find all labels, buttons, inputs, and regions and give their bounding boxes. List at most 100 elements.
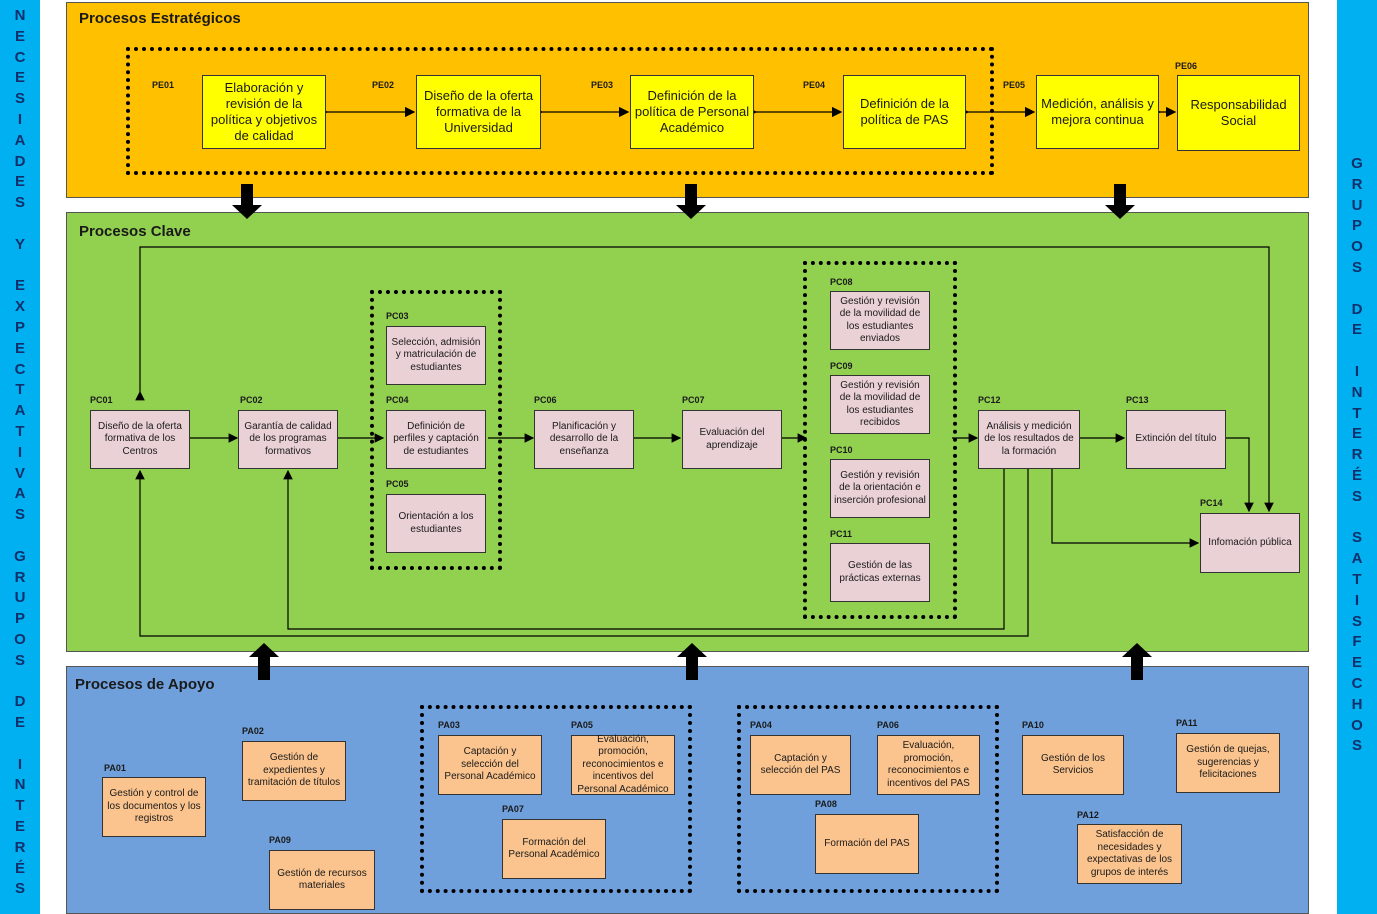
banner-letter: S (1351, 487, 1362, 505)
banner-letter: C (1351, 674, 1363, 692)
pc02-label: Garantía de calidad de los programas for… (244, 420, 332, 457)
pc06-label: Planificación y desarrollo de la enseñan… (549, 420, 619, 457)
banner-letter: E (1351, 321, 1362, 339)
down-arrows (232, 184, 1135, 219)
banner-letter: E (14, 69, 25, 87)
pe03-code: PE03 (591, 80, 614, 90)
pc11-label: Gestión de las prácticas externas (839, 560, 921, 584)
pa12-code: PA12 (1077, 810, 1099, 820)
pas-group (737, 705, 999, 893)
pc02-code: PC02 (240, 395, 263, 405)
pe05-box: Medición, análisis y mejora continua (1036, 75, 1159, 149)
pa08-label: Formación del PAS (824, 837, 910, 849)
pe03-label: Definición de la política de Personal Ac… (634, 88, 750, 135)
pa03-label: Captación y selección del Personal Acadé… (444, 746, 536, 783)
pc12-label: Análisis y medición de los resultados de… (984, 420, 1074, 457)
pe06-box: Responsabilidad Social (1177, 75, 1300, 151)
pc06-code: PC06 (534, 395, 557, 405)
pc09-box: Gestión y revisión de la movilidad de lo… (830, 375, 930, 434)
banner-letter: T (1352, 404, 1362, 422)
pc07-code: PC07 (682, 395, 705, 405)
pa12-box: Satisfacción de necesidades y expectativ… (1077, 824, 1182, 884)
banner-letter: R (14, 838, 26, 856)
banner-letter: H (1351, 695, 1363, 713)
pa08-box: Formación del PAS (815, 814, 919, 874)
banner-letter: E (14, 714, 25, 732)
pc10-code: PC10 (830, 445, 853, 455)
pc09-label: Gestión y revisión de la movilidad de lo… (839, 379, 921, 429)
banner-letter: P (14, 318, 25, 336)
strategic-title: Procesos Estratégicos (79, 10, 241, 27)
banner-letter: Y (14, 235, 25, 253)
pa05-box: Evaluación, promoción, reconocimientos e… (571, 733, 675, 795)
banner-letter: N (14, 7, 26, 24)
pe02-label: Diseño de la oferta formativa de la Univ… (423, 88, 534, 135)
banner-letter: C (14, 360, 26, 378)
pe06-code: PE06 (1175, 61, 1198, 71)
pc13-box: Extinción del título (1126, 410, 1226, 469)
pa01-box: Gestión y control de los documentos y lo… (102, 777, 206, 837)
banner-letter: R (14, 568, 26, 586)
pc01-code: PC01 (90, 395, 113, 405)
pa01-code: PA01 (104, 763, 126, 773)
pa05-label: Evaluación, promoción, reconocimientos e… (577, 733, 669, 795)
banner-letter: R (1351, 175, 1363, 193)
pc03-box: Selección, admisión y matriculación de e… (386, 326, 486, 385)
banner-letter: I (1354, 362, 1360, 380)
banner-letter: S (1351, 737, 1362, 755)
banner-letter: U (1351, 196, 1363, 214)
banner-letter: P (1351, 217, 1362, 235)
pe04-label: Definición de la política de PAS (860, 96, 949, 127)
banner-letter: E (14, 277, 25, 295)
banner-letter: S (14, 194, 25, 212)
banner-letter: I (17, 755, 23, 773)
pc08-box: Gestión y revisión de la movilidad de lo… (830, 291, 930, 350)
pc12-code: PC12 (978, 395, 1001, 405)
banner-letter: A (14, 485, 26, 503)
pa10-label: Gestión de los Servicios (1041, 752, 1105, 777)
pc07-label: Evaluación del aprendizaje (699, 427, 765, 451)
banner-letter: D (1351, 300, 1363, 318)
pc07-box: Evaluación del aprendizaje (682, 410, 782, 469)
banner-letter: I (17, 443, 23, 461)
pe01-box: Elaboración y revisión de la política y … (202, 75, 326, 149)
pc05-box: Orientación a los estudiantes (386, 494, 486, 553)
banner-letter: X (14, 298, 25, 316)
banner-letter: E (14, 339, 25, 357)
banner-letter: I (1354, 591, 1360, 609)
pa10-box: Gestión de los Servicios (1022, 735, 1124, 795)
pa09-code: PA09 (269, 835, 291, 845)
banner-letter: O (14, 630, 26, 648)
pc05-label: Orientación a los estudiantes (398, 511, 474, 535)
pa07-box: Formación del Personal Académico (502, 819, 606, 879)
pe02-box: Diseño de la oferta formativa de la Univ… (416, 75, 541, 149)
pc08-label: Gestión y revisión de la movilidad de lo… (839, 295, 921, 345)
pc03-label: Selección, admisión y matriculación de e… (391, 336, 481, 373)
pe02-code: PE02 (372, 80, 395, 90)
pe03-box: Definición de la política de Personal Ac… (630, 75, 754, 149)
pc11-box: Gestión de las prácticas externas (830, 543, 930, 602)
banner-letter: T (15, 422, 25, 440)
banner-letter: T (1352, 570, 1362, 588)
banner-letter: A (14, 131, 26, 149)
pc10-label: Gestión y revisión de la orientación e i… (834, 469, 926, 506)
pc10-box: Gestión y revisión de la orientación e i… (830, 459, 930, 518)
banner-letter: V (14, 464, 25, 482)
banner-letter: É (14, 859, 25, 877)
banner-letter: P (14, 610, 25, 628)
pc02-box: Garantía de calidad de los programas for… (238, 410, 338, 469)
banner-letter: D (14, 152, 26, 170)
pa03-code: PA03 (438, 720, 460, 730)
banner-letter: S (1351, 612, 1362, 630)
pc04-label: Definición de perfiles y captación de es… (393, 420, 479, 457)
pa03-box: Captación y selección del Personal Acadé… (438, 735, 542, 795)
banner-letter: E (1351, 654, 1362, 672)
banner-letter: A (1351, 550, 1363, 568)
banner-letter: E (14, 27, 25, 45)
pe04-box: Definición de la política de PAS (843, 75, 966, 149)
pa11-label: Gestión de quejas, sugerencias y felicit… (1186, 744, 1270, 781)
pa11-box: Gestión de quejas, sugerencias y felicit… (1176, 733, 1280, 793)
pe06-label: Responsabilidad Social (1190, 97, 1287, 128)
